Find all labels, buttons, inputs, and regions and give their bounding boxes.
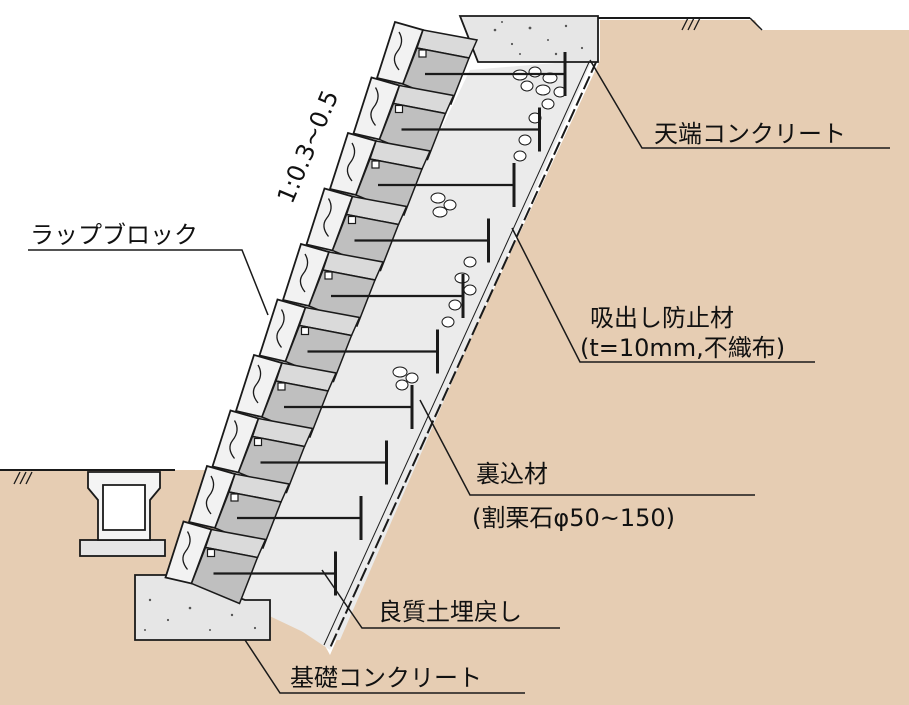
block-tie-box	[347, 215, 357, 225]
crushed-stone	[392, 66, 567, 391]
wrap-block	[305, 187, 408, 272]
block-texture	[370, 87, 379, 126]
label-top-concrete: 天端コンクリート	[654, 120, 846, 148]
label-anti-suction: 吸出し防止材	[590, 304, 734, 332]
drainage-gutter	[79, 471, 166, 557]
leader-top-concrete	[589, 59, 890, 149]
anchor-bars	[213, 52, 567, 596]
block-texture	[323, 198, 332, 237]
foundation-speckle	[144, 598, 257, 631]
ground-hatch-right	[681, 17, 701, 31]
block-texture	[252, 364, 262, 404]
block-tie-box	[324, 271, 333, 280]
block-texture	[229, 420, 238, 459]
block-texture	[299, 253, 309, 293]
block-tie-box	[206, 548, 216, 558]
leader-backfill	[419, 399, 755, 496]
top-concrete	[458, 15, 599, 63]
block-tie-box	[418, 49, 427, 58]
wrap-block	[234, 353, 338, 438]
block-texture	[276, 309, 285, 348]
ground-hatch-left	[13, 471, 33, 485]
leader-anti-suction	[511, 227, 815, 363]
block-tie-box	[371, 160, 380, 169]
ground-slope-right	[749, 17, 763, 31]
leader-wrap-block	[28, 249, 269, 316]
block-texture	[182, 531, 191, 570]
top-concrete-speckle	[493, 21, 584, 56]
block-tie-box	[230, 493, 239, 502]
label-backfill-material: 裏込材	[476, 460, 548, 488]
label-good-soil: 良質土埋戻し	[378, 598, 522, 626]
leader-good-soil	[321, 569, 560, 629]
anti-suction-sheet-inner	[323, 59, 591, 646]
block-tie-box	[253, 437, 263, 447]
wrap-block	[164, 520, 267, 605]
block-tie-box	[394, 104, 404, 114]
block-side-face	[190, 546, 259, 605]
block-tie-box	[300, 326, 310, 336]
label-wrap-block: ラップブロック	[30, 221, 198, 249]
label-anti-suction-spec: (t=10mm,不織布)	[580, 334, 785, 362]
wrap-block-stack	[164, 20, 479, 605]
label-backfill-spec: (割栗石φ50~150)	[472, 504, 675, 532]
leader-foundation	[244, 639, 525, 694]
leader-lines	[28, 59, 890, 694]
block-texture	[393, 31, 403, 71]
label-foundation-concrete: 基礎コンクリート	[290, 664, 482, 692]
block-texture	[346, 142, 356, 182]
block-tie-box	[277, 382, 286, 391]
block-texture	[205, 475, 215, 515]
backfill-zone-lower	[255, 470, 410, 650]
